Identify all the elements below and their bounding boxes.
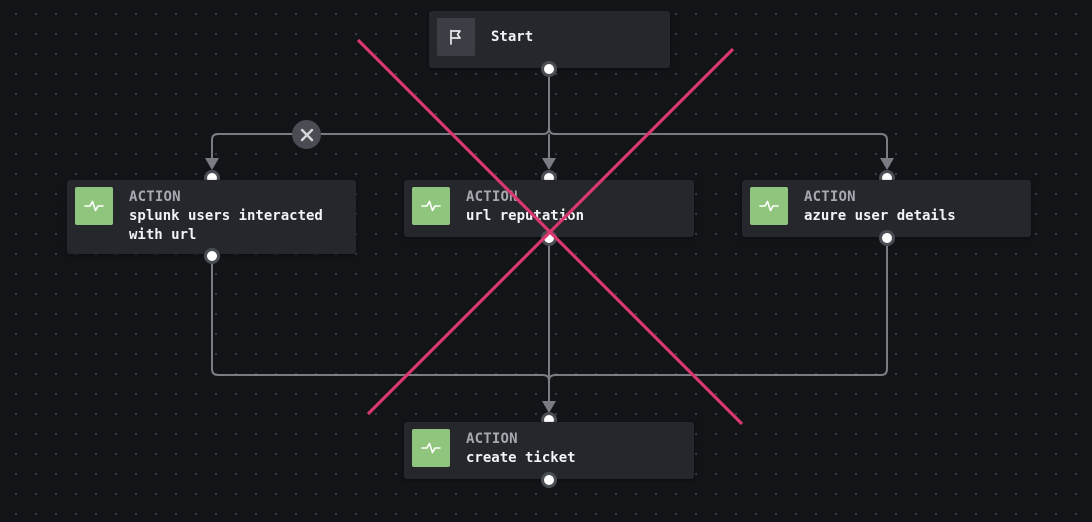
start-icon-box bbox=[437, 18, 475, 56]
delete-edge-button[interactable] bbox=[292, 120, 321, 149]
action-node-create-ticket[interactable]: ACTION create ticket bbox=[404, 422, 694, 479]
activity-pulse-icon bbox=[759, 200, 779, 212]
edge-splunk-to-ticket bbox=[211, 262, 550, 404]
activity-pulse-icon bbox=[421, 200, 441, 212]
action-title: url reputation bbox=[466, 208, 585, 224]
action-icon-box bbox=[412, 429, 450, 467]
action-kind-label: ACTION bbox=[804, 189, 856, 205]
flag-icon bbox=[450, 29, 461, 45]
splunk-output-port[interactable] bbox=[204, 248, 220, 264]
action-icon-box bbox=[750, 187, 788, 225]
action-icon-box bbox=[75, 187, 113, 225]
azure-output-port[interactable] bbox=[879, 230, 895, 246]
arrow-to-url bbox=[542, 158, 556, 170]
action-icon-box bbox=[412, 187, 450, 225]
url-reputation-output-port[interactable] bbox=[541, 230, 557, 246]
action-kind-label: ACTION bbox=[466, 431, 518, 447]
activity-pulse-icon bbox=[84, 200, 104, 212]
start-node-title: Start bbox=[491, 29, 534, 45]
ticket-output-port[interactable] bbox=[541, 472, 557, 488]
close-icon bbox=[300, 128, 313, 141]
edge-azure-to-ticket bbox=[548, 246, 888, 382]
action-node-url-reputation[interactable]: ACTION url reputation bbox=[404, 180, 694, 237]
action-node-azure-user-details[interactable]: ACTION azure user details bbox=[742, 180, 1031, 237]
edge-start-trunk bbox=[211, 76, 550, 160]
start-node[interactable]: Start bbox=[429, 11, 670, 68]
arrow-to-azure bbox=[880, 158, 894, 170]
action-kind-label: ACTION bbox=[129, 189, 181, 205]
action-title: splunk users interacted with url bbox=[129, 208, 323, 243]
edge-start-to-azure bbox=[548, 127, 888, 160]
arrow-to-splunk bbox=[205, 158, 219, 170]
action-kind-label: ACTION bbox=[466, 189, 518, 205]
action-title: create ticket bbox=[466, 450, 576, 466]
action-title: azure user details bbox=[804, 208, 956, 224]
action-node-splunk-users[interactable]: ACTION splunk users interacted with url bbox=[67, 180, 356, 254]
start-output-port[interactable] bbox=[541, 61, 557, 77]
activity-pulse-icon bbox=[421, 442, 441, 454]
